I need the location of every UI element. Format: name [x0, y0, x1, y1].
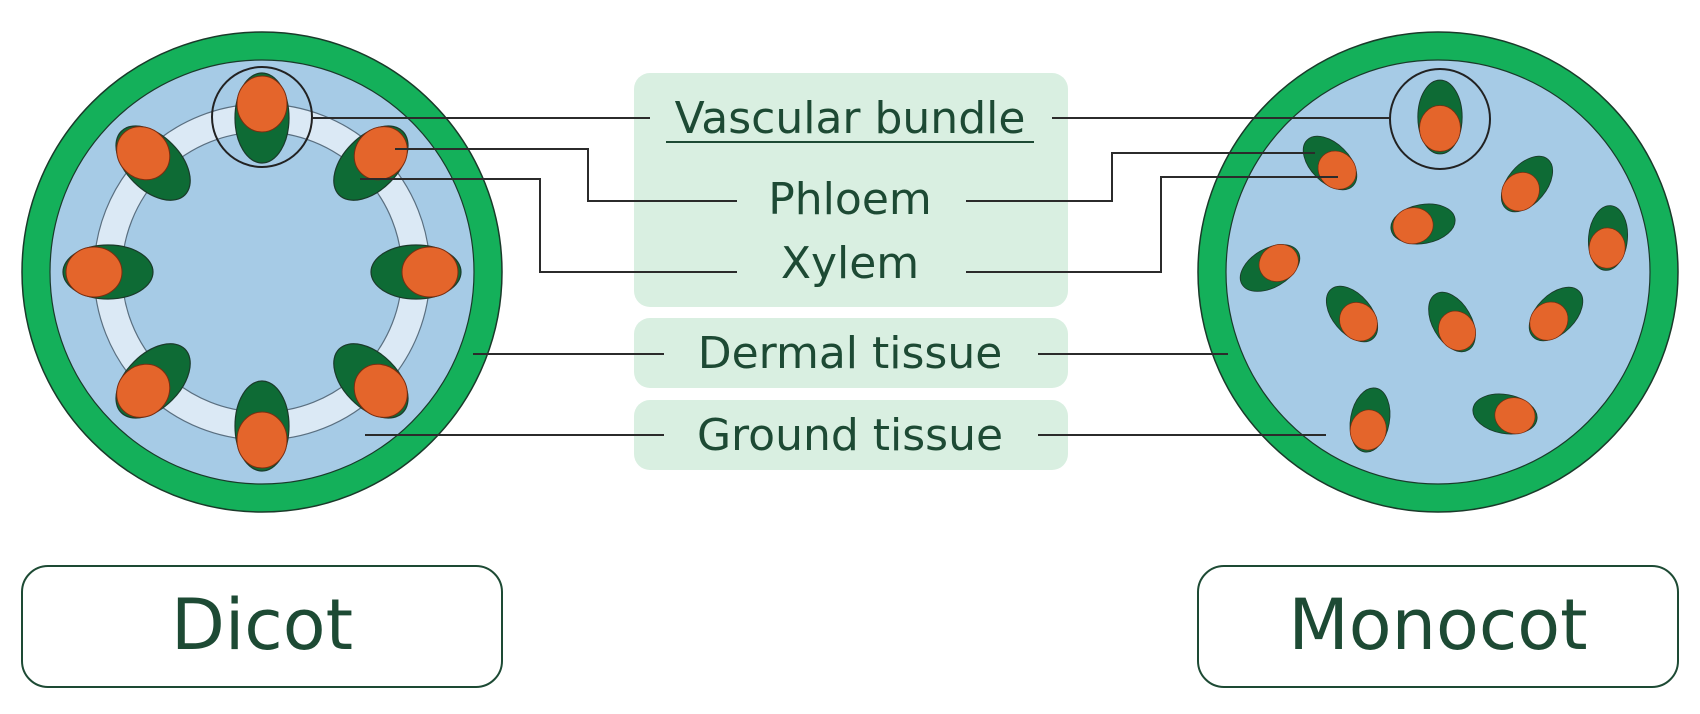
xylem [116, 126, 171, 181]
dicot-label-box [21, 565, 503, 688]
ground-tissue-label: Ground tissue [697, 410, 1003, 461]
monocot-vascular-bundle [1472, 393, 1538, 435]
dicot-stem [21, 31, 503, 513]
monocot-vascular-bundle [1428, 291, 1476, 353]
xylem [116, 363, 171, 418]
dicot-label: Dicot [171, 584, 353, 666]
monocot-vascular-bundle [1500, 155, 1554, 213]
monocot-vascular-bundle [1417, 79, 1463, 155]
xylem [236, 411, 288, 469]
xylem [1501, 172, 1540, 212]
monocot-vascular-bundle [1349, 387, 1391, 453]
xylem [353, 126, 408, 181]
dicot-vascular-bundle [234, 72, 290, 164]
monocot-vascular-bundles [1239, 79, 1629, 453]
monocot-vascular-bundle [1528, 286, 1584, 342]
dermal-tissue-label: Dermal tissue [698, 328, 1003, 379]
xylem [1317, 150, 1357, 190]
dicot-xylem-leader [360, 178, 737, 273]
xylem [1349, 409, 1387, 451]
vascular-bundle-label: Vascular bundle [675, 93, 1026, 144]
dicot-vascular-bundle [62, 244, 154, 300]
label-panel-dermal [634, 318, 1068, 388]
monocot-label-box [1197, 565, 1679, 688]
xylem [65, 246, 123, 298]
xylem [1258, 244, 1299, 282]
dicot-vascular-bundle [115, 125, 191, 201]
monocot-label: Monocot [1288, 584, 1587, 666]
xylem [1494, 397, 1536, 435]
dicot-vascular-bundles [62, 72, 462, 472]
dicot-phloem-leader [395, 148, 737, 202]
xylem-label: Xylem [781, 238, 919, 289]
monocot-xylem-leader [966, 176, 1338, 273]
dicot-vascular-bundle [115, 343, 191, 419]
dicot-vascular-bundle [370, 244, 462, 300]
dicot-vascular-bundle [333, 343, 409, 419]
dicot-vascular-bundle [333, 125, 409, 201]
label-panel-vascular [634, 73, 1068, 307]
monocot-stem [1197, 31, 1679, 513]
xylem [1339, 302, 1378, 342]
xylem [1438, 310, 1476, 351]
xylem [1588, 227, 1626, 269]
xylem [353, 363, 408, 418]
label-panel-ground [634, 400, 1068, 470]
dicot-vascular-bundle [234, 380, 290, 472]
xylem [236, 75, 288, 133]
leader-lines [312, 117, 1390, 436]
xylem [1529, 301, 1569, 341]
monocot-vascular-bundle [1325, 285, 1379, 343]
xylem [1419, 105, 1461, 152]
monocot-vascular-bundle [1239, 244, 1301, 292]
xylem [401, 246, 459, 298]
phloem-label: Phloem [768, 174, 932, 225]
xylem [1392, 207, 1434, 245]
monocot-vascular-bundle [1390, 203, 1456, 245]
monocot-phloem-leader [966, 152, 1315, 202]
monocot-vascular-bundle [1587, 205, 1629, 271]
